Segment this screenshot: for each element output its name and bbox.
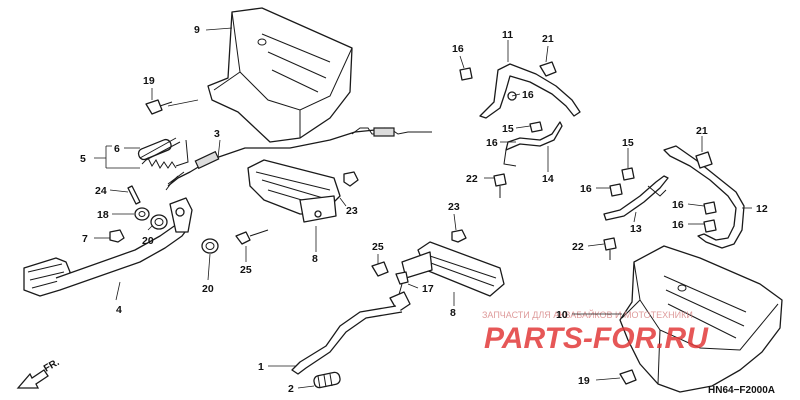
bolt-part-16-f	[703, 219, 717, 233]
callout-21-top: 21	[542, 33, 554, 45]
bolt-part-7	[109, 229, 125, 243]
bolt-part-22-left	[493, 173, 507, 198]
callout-17: 17	[422, 283, 434, 295]
callout-23-upper: 23	[346, 205, 358, 217]
callout-21-right: 21	[696, 125, 708, 137]
bolt-part-15-right	[621, 167, 635, 181]
callout-5: 5	[80, 153, 86, 165]
callout-18: 18	[97, 209, 109, 221]
callout-25-lower: 25	[372, 241, 384, 253]
callout-20-right: 20	[202, 283, 214, 295]
callout-16-d: 16	[580, 183, 592, 195]
seal-part-20a	[150, 214, 168, 230]
callout-11: 11	[502, 29, 513, 41]
rubber-part-2	[313, 371, 341, 389]
front-direction-label: FR.	[42, 357, 62, 375]
rod-part-13	[603, 175, 669, 221]
callout-16-a: 16	[452, 43, 464, 55]
seal-part-20b	[201, 238, 219, 254]
nut-part-23-upper	[343, 171, 359, 187]
brake-cable-part-3	[165, 127, 432, 191]
step-guard-part-9	[207, 7, 353, 143]
bolt-part-16-right	[609, 183, 623, 197]
bolt-part-21-right	[695, 151, 713, 169]
callout-24: 24	[95, 185, 107, 197]
shift-arm-part-1	[291, 291, 411, 375]
callout-4: 4	[116, 304, 122, 316]
washer-part-18	[134, 207, 150, 221]
callout-10: 10	[556, 309, 568, 321]
callout-14: 14	[542, 173, 554, 185]
pin-part-24	[127, 185, 141, 205]
callout-2: 2	[288, 383, 294, 395]
callout-22-right: 22	[572, 241, 584, 253]
bolt-part-16-top	[459, 67, 473, 81]
callout-20-left: 20	[142, 235, 154, 247]
brake-pedal-part-4	[23, 197, 193, 297]
step-guard-part-10	[619, 245, 783, 393]
bolt-part-19-lower	[619, 369, 637, 385]
bolt-part-15-mid	[529, 121, 543, 133]
leader-lines	[94, 27, 752, 389]
spring-part-5	[141, 139, 189, 169]
callout-15-right: 15	[622, 137, 634, 149]
spring-part-6	[137, 137, 181, 161]
footpeg-part-8-left	[247, 159, 341, 223]
callout-23-lower: 23	[448, 201, 460, 213]
callout-12: 12	[756, 203, 768, 215]
nut-part-23-lower	[451, 229, 467, 243]
callout-16-f: 16	[672, 219, 684, 231]
callout-8-right: 8	[450, 307, 456, 319]
callout-3: 3	[214, 128, 220, 140]
callout-7: 7	[82, 233, 88, 245]
bolt-part-19-upper	[145, 99, 173, 115]
watermark: ЗАПЧАСТИ ДЛЯ АКВАБАЙКОВ И МОТОТЕХНИКИ PA…	[482, 309, 709, 355]
bolt-part-25-upper	[235, 229, 269, 245]
watermark-big-text: PARTS-FOR.RU	[484, 322, 709, 355]
watermark-small-text: ЗАПЧАСТИ ДЛЯ АКВАБАЙКОВ И МОТОТЕХНИКИ	[482, 309, 693, 320]
callout-8-left: 8	[312, 253, 318, 265]
bolt-part-21-top	[539, 61, 557, 77]
bolt-part-25-lower	[371, 261, 389, 277]
callout-19-upper: 19	[143, 75, 155, 87]
callout-9: 9	[194, 24, 200, 36]
callout-15-left: 15	[502, 123, 514, 135]
callout-25-upper: 25	[240, 264, 252, 276]
callout-19-lower: 19	[578, 375, 590, 387]
callout-1: 1	[258, 361, 264, 373]
rod-part-12	[663, 145, 745, 249]
rod-part-14	[503, 121, 563, 167]
bolt-part-16-e	[703, 201, 717, 215]
callout-13: 13	[630, 223, 642, 235]
callout-16-c: 16	[486, 137, 498, 149]
front-direction-arrow: FR.	[16, 357, 62, 389]
callout-22-left: 22	[466, 173, 478, 185]
bolt-part-22-right	[603, 237, 617, 260]
callout-6: 6	[114, 143, 120, 155]
callout-16-e: 16	[672, 199, 684, 211]
callout-16-b: 16	[522, 89, 534, 101]
diagram-code: HN64−F2000A	[708, 385, 775, 396]
callouts: 9 19 3 6 5 24 18 20 7 20 4 23 8 25 23 25…	[80, 24, 768, 395]
